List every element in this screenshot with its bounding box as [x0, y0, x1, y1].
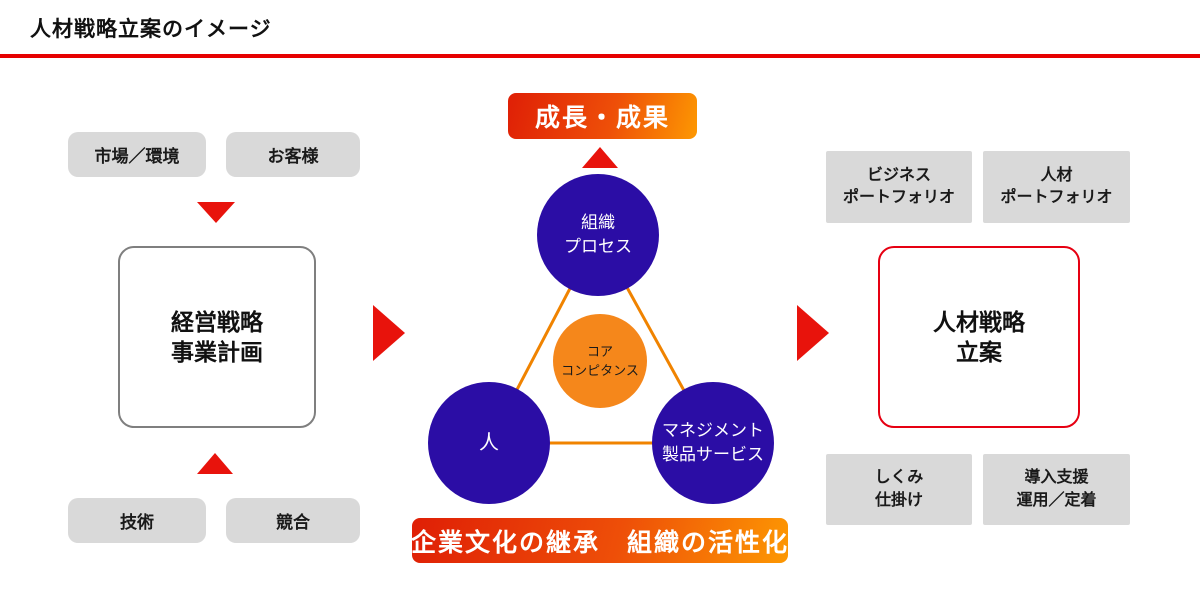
box-line: 人材戦略 [933, 309, 1025, 335]
title-divider [0, 54, 1200, 58]
tag-business-portfolio: ビジネス ポートフォリオ [826, 151, 972, 223]
circle-label: コンピタンス [561, 363, 639, 378]
tag-customer: お客様 [226, 132, 360, 177]
arrow-down-icon [197, 202, 235, 223]
banner-label: 企業文化の継承 組織の活性化 [411, 528, 790, 557]
circle-organization-process: 組織 プロセス [537, 174, 659, 296]
arrow-up-icon [197, 453, 233, 474]
tag-label: 市場／環境 [94, 147, 180, 166]
flow-arrow-right-icon [373, 305, 405, 361]
page-title: 人材戦略立案のイメージ [30, 18, 272, 41]
circle-label: 組織 [581, 213, 615, 232]
box-line: 経営戦略 [171, 309, 263, 335]
tag-label: 運用／定着 [1016, 491, 1097, 509]
tag-label: お客様 [267, 147, 319, 166]
box-line: 事業計画 [171, 339, 263, 365]
circle-label: プロセス [564, 237, 632, 256]
tag-label: 人材 [1040, 166, 1073, 184]
circle-management-products: マネジメント 製品サービス [652, 382, 774, 504]
flow-arrow-right-icon [797, 305, 829, 361]
tag-market-environment: 市場／環境 [68, 132, 206, 177]
circle-people: 人 [428, 382, 550, 504]
circle-label: マネジメント [662, 421, 764, 440]
business-strategy-box: 経営戦略 事業計画 [118, 246, 316, 428]
banner-label: 成長・成果 [534, 104, 670, 132]
tag-hr-portfolio: 人材 ポートフォリオ [983, 151, 1130, 223]
tag-mechanism: しくみ 仕掛け [826, 454, 972, 525]
circle-core-competence: コア コンピタンス [553, 314, 647, 408]
culture-banner: 企業文化の継承 組織の活性化 [411, 518, 790, 563]
growth-banner: 成長・成果 [508, 93, 697, 139]
tag-label: 技術 [120, 513, 154, 532]
hr-strategy-box: 人材戦略 立案 [878, 246, 1080, 428]
tag-technology: 技術 [68, 498, 206, 543]
tag-label: 導入支援 [1024, 469, 1089, 487]
arrow-up-icon [582, 147, 618, 168]
tag-label: ポートフォリオ [1000, 189, 1113, 206]
circle-label: 製品サービス [662, 445, 764, 464]
tag-label: しくみ [874, 469, 924, 487]
circle-label: コア [586, 344, 613, 359]
tag-deployment: 導入支援 運用／定着 [983, 454, 1130, 525]
tag-label: 仕掛け [874, 491, 923, 509]
box-line: 立案 [956, 339, 1002, 365]
tag-competition: 競合 [226, 498, 360, 543]
circle-label: 人 [479, 432, 499, 454]
tag-label: ポートフォリオ [842, 189, 955, 206]
tag-label: 競合 [276, 513, 310, 532]
tag-label: ビジネス [866, 166, 931, 184]
